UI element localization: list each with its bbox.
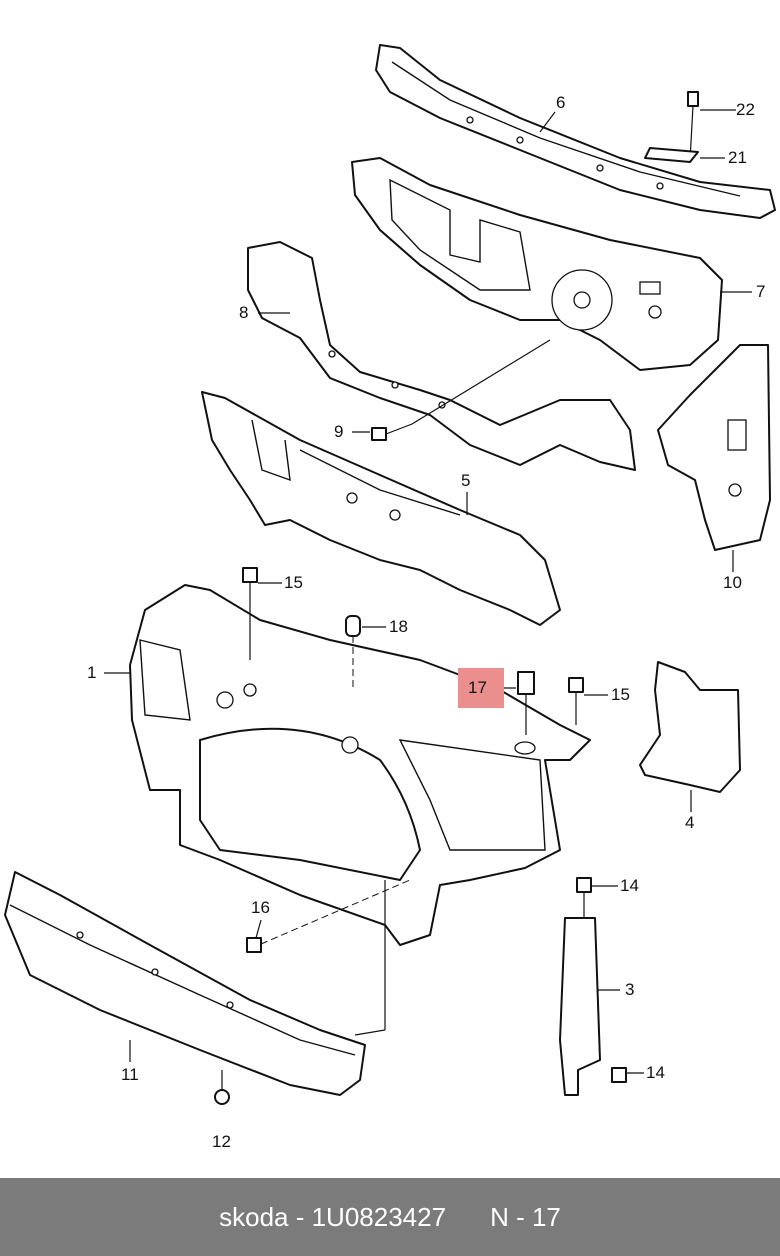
label-14-top: 14 (620, 876, 639, 895)
label-12: 12 (212, 1132, 231, 1151)
label-4: 4 (685, 813, 695, 832)
part-5-panel (201, 391, 561, 626)
label-21: 21 (728, 148, 747, 167)
position-text: N - 17 (490, 1201, 561, 1232)
label-16: 16 (251, 898, 270, 917)
part-number-text: skoda - 1U0823427 (219, 1201, 447, 1232)
label-22: 22 (736, 100, 755, 119)
footer-bar: skoda - 1U0823427 N - 17 (0, 1178, 780, 1256)
label-3: 3 (625, 980, 635, 999)
part-6-cowl-panel (375, 44, 776, 219)
label-9: 9 (334, 422, 344, 441)
label-5: 5 (461, 471, 471, 490)
label-15-top: 15 (284, 573, 303, 592)
part-10-side-panel (657, 344, 771, 551)
label-6: 6 (556, 93, 566, 112)
label-10: 10 (723, 573, 742, 592)
part-11-bumper-beam (4, 871, 366, 1096)
part-9-bolt (371, 339, 551, 441)
label-7: 7 (756, 282, 766, 301)
leader-lines (104, 109, 752, 1074)
label-1: 1 (87, 663, 97, 682)
fasteners (214, 91, 699, 1105)
label-17: 17 (468, 678, 487, 697)
label-14-bottom: 14 (646, 1063, 665, 1082)
part-4-bracket (639, 661, 741, 793)
label-18: 18 (389, 617, 408, 636)
label-15-right: 15 (611, 685, 630, 704)
label-11: 11 (121, 1065, 139, 1084)
part-1-front-carrier (129, 584, 591, 946)
label-8: 8 (239, 303, 249, 322)
parts-diagram (4, 44, 776, 1105)
part-7-insulation (351, 157, 723, 371)
highlighted-part-17[interactable]: 17 (458, 668, 504, 708)
part-3-strip (559, 917, 601, 1096)
